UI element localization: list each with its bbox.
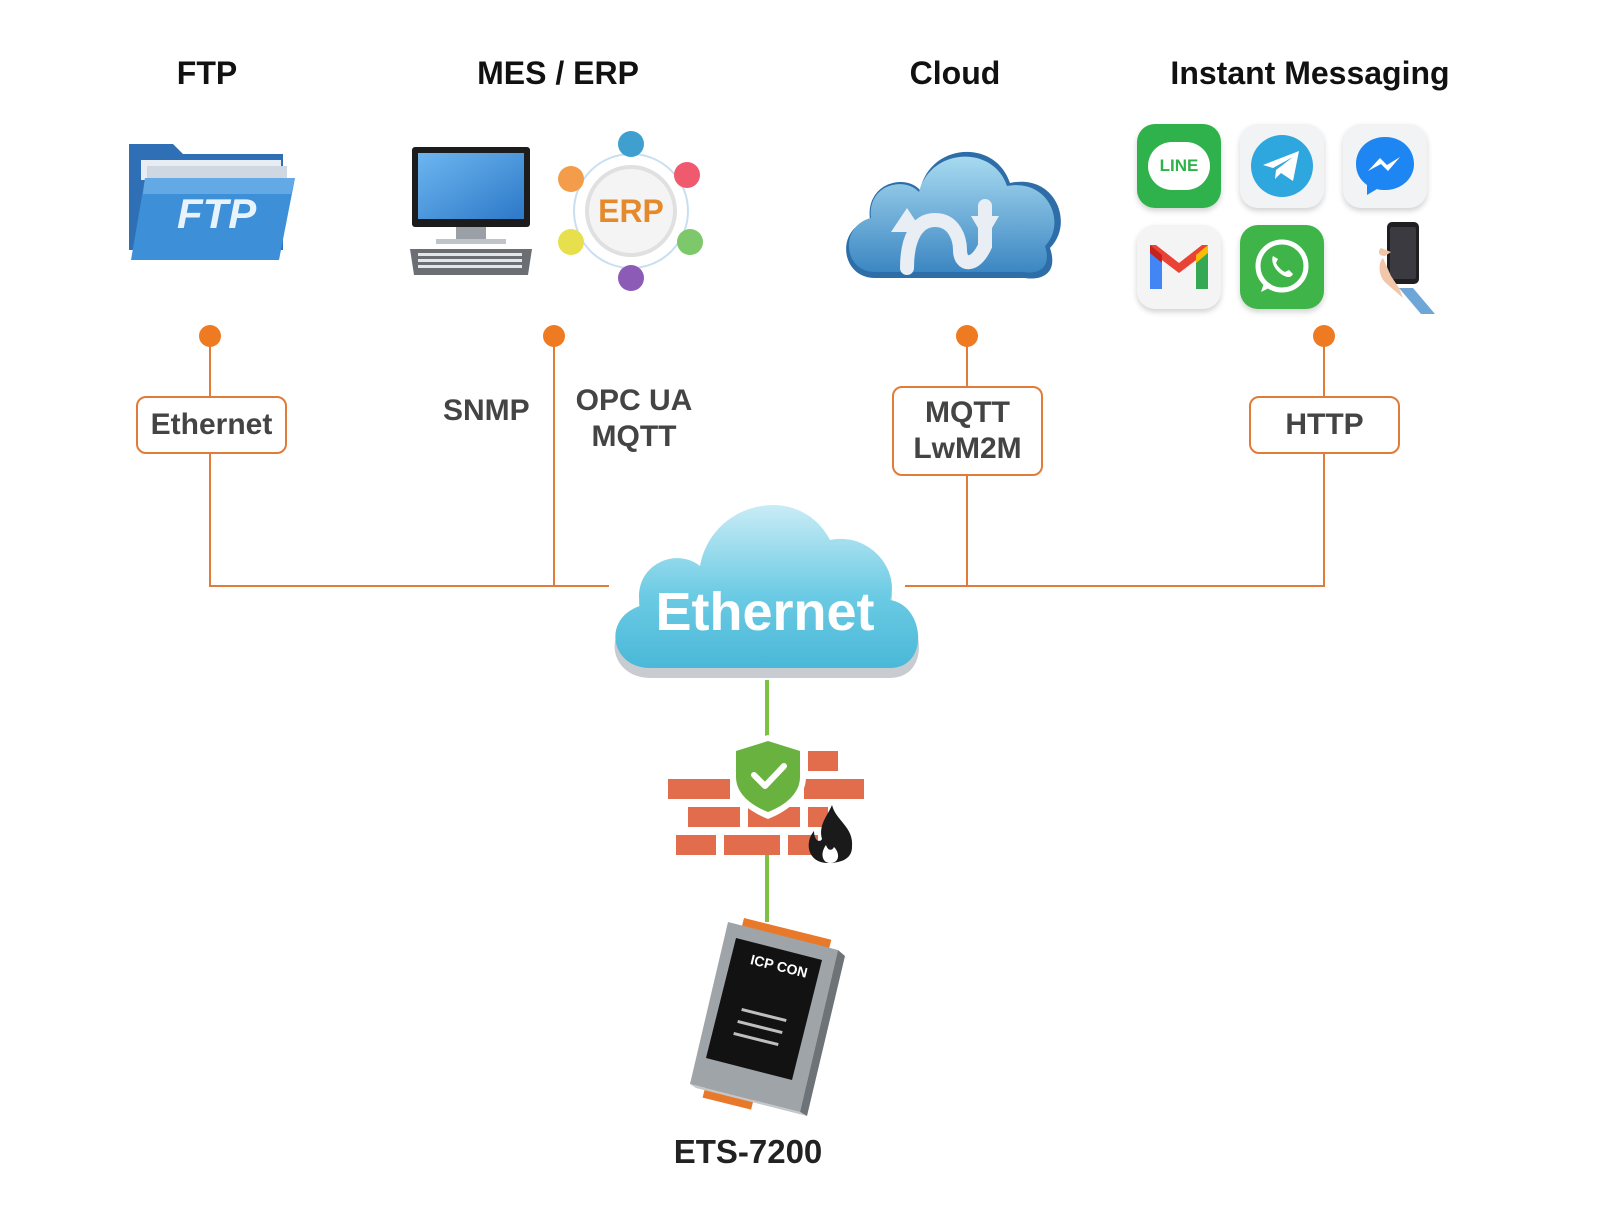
- gmail-app-icon: [1137, 225, 1221, 309]
- protocol-box-im: HTTP: [1249, 396, 1400, 454]
- telegram-app-icon: [1240, 124, 1324, 208]
- connector-cloud-lower: [966, 474, 968, 586]
- protocol-box-cloud: MQTT LwM2M: [892, 386, 1043, 476]
- protocol-label-http: HTTP: [1285, 408, 1364, 441]
- connector-horizontal-left: [209, 585, 609, 587]
- messenger-app-icon: [1343, 124, 1427, 208]
- erp-icon: ERP: [557, 130, 705, 292]
- ethernet-network-cloud: Ethernet: [600, 478, 930, 683]
- device-name-label: ETS-7200: [673, 1133, 823, 1170]
- cloud-service-icon: [835, 128, 1075, 288]
- protocol-label-cloud-mqtt: MQTT: [925, 396, 1010, 429]
- protocol-label-mqtt: MQTT: [591, 420, 677, 453]
- connector-ftp-upper: [209, 336, 211, 396]
- connector-ftp-lower: [209, 453, 211, 587]
- connector-mes-erp: [553, 336, 555, 586]
- ethernet-network-label: Ethernet: [655, 582, 875, 642]
- category-title-cloud: Cloud: [909, 55, 1001, 91]
- whatsapp-app-icon: [1240, 225, 1324, 309]
- protocol-box-ftp: Ethernet: [136, 396, 287, 454]
- protocol-label-snmp: SNMP: [443, 394, 530, 427]
- smartphone-hand-icon: [1373, 218, 1443, 318]
- connector-cloud-upper: [966, 336, 968, 386]
- firewall-icon: [668, 735, 868, 865]
- connector-im-upper: [1323, 336, 1325, 396]
- erp-badge-text: ERP: [598, 193, 664, 229]
- firewall-link-upper: [765, 680, 769, 740]
- firewall-link-lower: [765, 850, 769, 922]
- category-title-instant-messaging: Instant Messaging: [1170, 55, 1450, 91]
- protocol-label-ethernet: Ethernet: [150, 408, 273, 441]
- ets-7200-device: ICP CON: [670, 916, 845, 1116]
- connector-dot-mes-erp: [543, 325, 565, 347]
- protocol-label-opc-ua: OPC UA: [575, 384, 693, 417]
- ftp-folder-icon: FTP: [125, 138, 295, 263]
- line-app-text: LINE: [1159, 156, 1199, 175]
- connector-dot-cloud: [956, 325, 978, 347]
- line-app-icon: LINE: [1137, 124, 1221, 208]
- category-title-ftp: FTP: [176, 55, 238, 91]
- connector-im-lower: [1323, 453, 1325, 587]
- desktop-computer-icon: [406, 145, 536, 280]
- ftp-folder-text: FTP: [177, 190, 257, 237]
- category-title-mes-erp: MES / ERP: [477, 55, 639, 91]
- connector-dot-im: [1313, 325, 1335, 347]
- protocol-label-lwm2m: LwM2M: [913, 432, 1022, 465]
- connector-horizontal-right: [905, 585, 1325, 587]
- connector-dot-ftp: [199, 325, 221, 347]
- protocol-label-opc-ua-mqtt: OPC UA MQTT: [570, 383, 698, 455]
